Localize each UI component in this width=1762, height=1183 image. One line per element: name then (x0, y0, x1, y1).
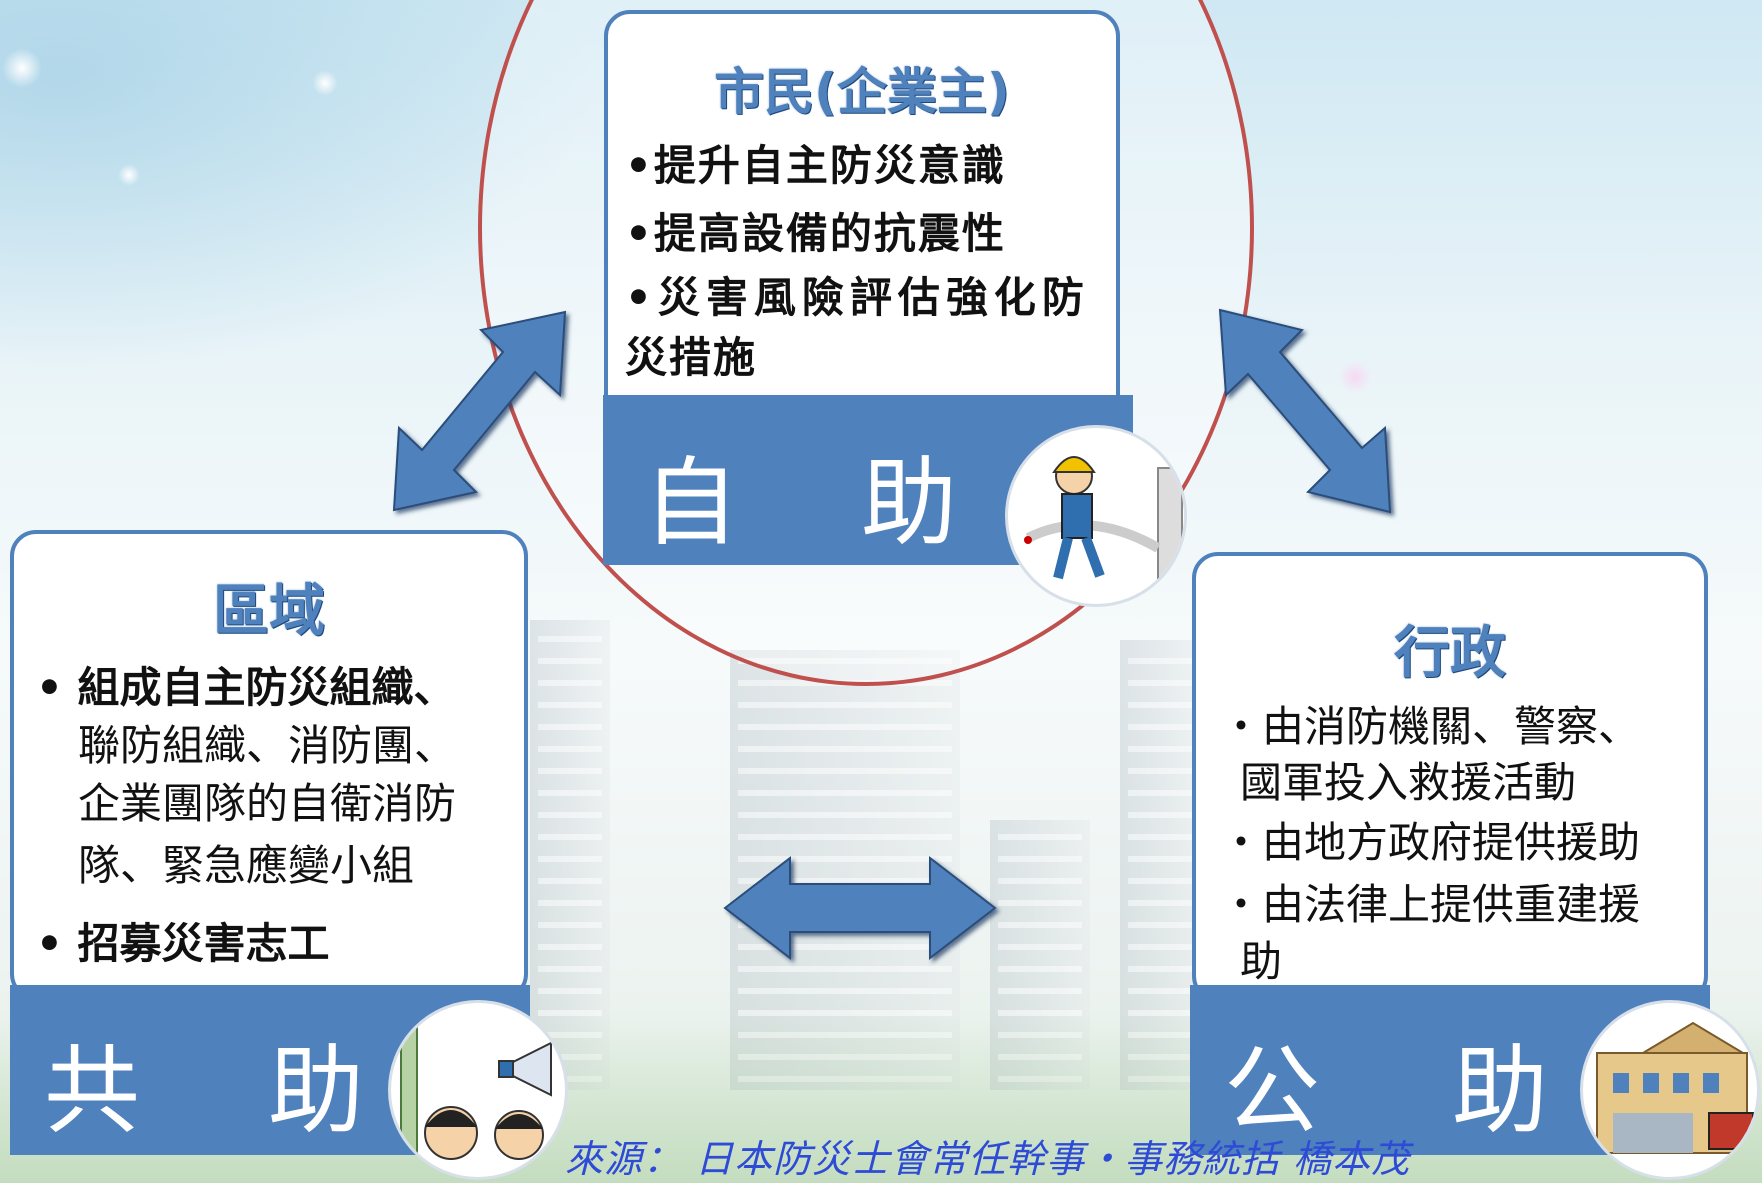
list-item: 隊、緊急應變小組 (78, 841, 415, 890)
public-help-card: 行政 ・由消防機關、警察、 國軍投入救援活動 ・由地方政府提供援助 ・由法律上提… (1192, 552, 1708, 1002)
list-item: ・由法律上提供重建援 (1220, 880, 1641, 929)
public-help-title: 行政 (1394, 621, 1506, 686)
double-arrow-left (392, 310, 567, 512)
background-building (530, 620, 610, 1090)
public-help-band-char-1: 公 (1224, 1035, 1320, 1147)
self-help-band-char-1: 自 (643, 447, 739, 559)
list-item: ・由消防機關、警察、 (1220, 702, 1641, 751)
government-building-illustration (1580, 1000, 1760, 1180)
list-item: 企業團隊的自衛消防 (78, 779, 457, 828)
list-item: •提升自主防災意識 (625, 141, 1006, 190)
list-item: 聯防組織、消防團、 (78, 721, 457, 770)
mutual-help-band-char-1: 共 (44, 1035, 140, 1147)
megaphone-announcement-illustration (388, 1000, 568, 1180)
mutual-help-card: 區域 • 組成自主防災組織、 聯防組織、消防團、 企業團隊的自衛消防 隊、緊急應… (10, 530, 528, 1000)
list-item: • 招募災害志工 (36, 919, 330, 968)
self-help-card: 市民(企業主) •提升自主防災意識 •提高設備的抗震性 •災害風險評估強化防 災… (604, 10, 1120, 430)
firefighter-hose-illustration (1005, 425, 1187, 607)
list-item: 國軍投入救援活動 (1240, 758, 1577, 807)
list-item: • 組成自主防災組織、 (36, 663, 456, 712)
source-caption: 來源： 日本防災士會常任幹事‧事務統括 橋本茂 (565, 1137, 1411, 1181)
list-item: 助 (1240, 937, 1283, 986)
list-item: •提高設備的抗震性 (625, 209, 1006, 258)
mutual-help-list: • 組成自主防災組織、 聯防組織、消防團、 企業團隊的自衛消防 隊、緊急應變小組… (36, 659, 524, 973)
double-arrow-horizontal (723, 855, 997, 961)
mutual-help-title: 區域 (213, 579, 325, 644)
sparkle-decoration (118, 164, 140, 186)
mutual-help-band-char-2: 助 (268, 1035, 364, 1147)
sparkle-decoration (312, 70, 338, 96)
self-help-title: 市民(企業主) (714, 63, 1010, 121)
list-item: 災措施 (625, 333, 758, 382)
double-arrow-right (1218, 308, 1392, 514)
list-item: ・由地方政府提供援助 (1220, 818, 1641, 867)
public-help-list: ・由消防機關、警察、 國軍投入救援活動 ・由地方政府提供援助 ・由法律上提供重建… (1220, 699, 1704, 989)
public-help-band-char-2: 助 (1452, 1035, 1548, 1147)
self-help-list: •提升自主防災意識 •提高設備的抗震性 •災害風險評估強化防 災措施 (625, 132, 1116, 388)
sparkle-decoration (2, 48, 42, 88)
list-item: •災害風險評估強化防 (625, 273, 1090, 322)
sparkle-decoration (1338, 360, 1372, 394)
self-help-band-char-2: 助 (861, 447, 957, 559)
